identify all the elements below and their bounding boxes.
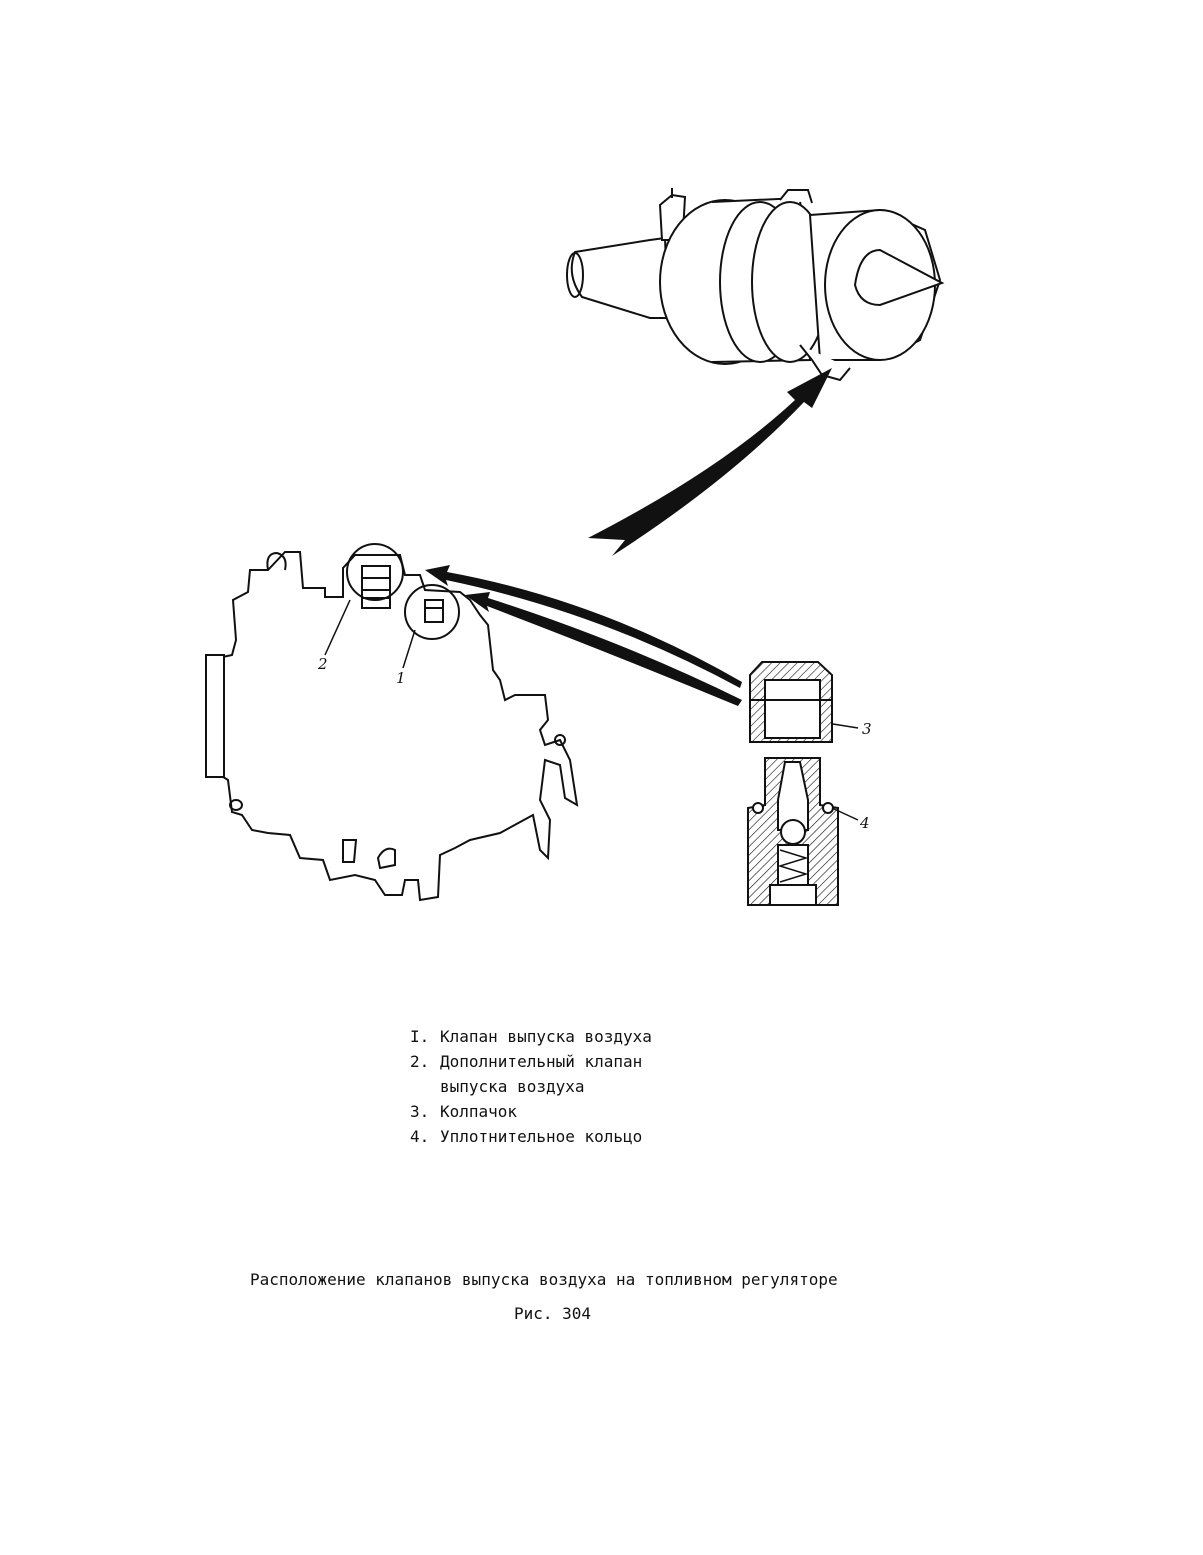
legend-number: I.	[410, 1027, 430, 1046]
technical-illustration: 2 1 3 4	[205, 188, 945, 906]
parts-legend: I. Клапан выпуска воздуха 2. Дополнительны…	[410, 1024, 652, 1149]
valve-section-drawing	[747, 757, 859, 906]
engine-outline-drawing	[205, 543, 579, 902]
pointer-arrow-to-regulator	[588, 368, 832, 556]
cap-section-drawing	[749, 661, 859, 743]
legend-text: Клапан выпуска воздуха	[440, 1027, 652, 1046]
legend-item: I. Клапан выпуска воздуха	[410, 1024, 652, 1049]
legend-text: Дополнительный клапан	[440, 1052, 643, 1071]
legend-item: 2. Дополнительный клапан	[410, 1049, 652, 1074]
legend-number: 3.	[410, 1102, 430, 1121]
callout-3: 3	[862, 720, 872, 738]
legend-number: 2.	[410, 1052, 430, 1071]
figure-number: Рис. 304	[514, 1304, 592, 1323]
legend-item: выпуска воздуха	[410, 1074, 652, 1099]
legend-text: Колпачок	[440, 1102, 518, 1121]
legend-item: 3. Колпачок	[410, 1099, 652, 1124]
pointer-arrows-to-detail	[425, 565, 742, 706]
callout-2: 2	[317, 655, 328, 673]
legend-number: 4.	[410, 1127, 430, 1146]
legend-item: 4. Уплотнительное кольцо	[410, 1124, 652, 1149]
figure-caption: Расположение клапанов выпуска воздуха на…	[250, 1270, 838, 1289]
callout-4: 4	[859, 814, 870, 832]
callout-1: 1	[396, 669, 406, 687]
legend-text: Уплотнительное кольцо	[440, 1127, 643, 1146]
legend-text: выпуска воздуха	[440, 1077, 585, 1096]
fuel-regulator-drawing	[566, 188, 945, 382]
